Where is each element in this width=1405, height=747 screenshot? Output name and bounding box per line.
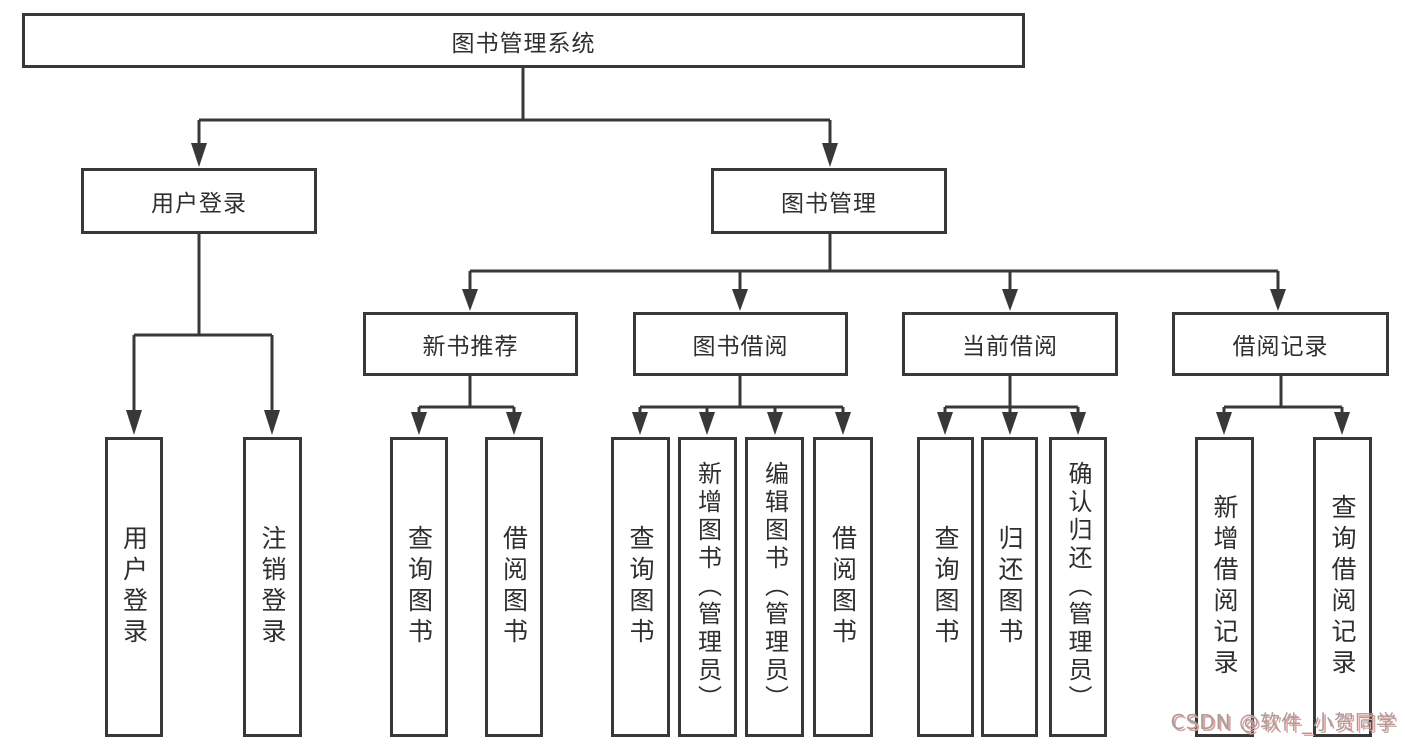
connector-book-borrow-children [632, 376, 851, 435]
connector-root-to-level2 [191, 68, 838, 167]
leaf-label: 注销登录 [258, 525, 287, 649]
node-library-system: 图书管理系统 [22, 13, 1025, 68]
leaf-return-books: 归还图书 [981, 437, 1038, 737]
leaf-label: 查询图书 [404, 525, 434, 649]
leaf-add-book-admin: 新增图书（管理员） [678, 437, 737, 737]
leaf-borrow-books: 借阅图书 [813, 437, 873, 737]
connector-book-management-children [462, 234, 1286, 311]
connector-current-borrow-children [937, 376, 1086, 435]
leaf-label: 归还图书 [995, 525, 1024, 649]
leaf-label: 新增图书（管理员） [693, 461, 722, 713]
node-borrowing-records: 借阅记录 [1172, 312, 1389, 376]
leaf-label: 查询借阅记录 [1328, 494, 1357, 680]
leaf-query-books: 查询图书 [917, 437, 974, 737]
leaf-query-books: 查询图书 [390, 437, 448, 737]
leaf-label: 确认归还（管理员） [1064, 461, 1092, 713]
node-current-borrowing: 当前借阅 [902, 312, 1118, 376]
leaf-edit-book-admin: 编辑图书（管理员） [745, 437, 804, 737]
leaf-label: 借阅图书 [499, 525, 529, 649]
leaf-label: 编辑图书（管理员） [760, 461, 789, 713]
leaf-label: 用户登录 [119, 525, 149, 649]
leaf-user-login: 用户登录 [105, 437, 163, 737]
leaf-label: 借阅图书 [828, 525, 858, 649]
node-new-book-recommend: 新书推荐 [363, 312, 578, 376]
leaf-query-borrow-record: 查询借阅记录 [1313, 437, 1372, 737]
leaf-logout: 注销登录 [243, 437, 302, 737]
leaf-add-borrow-record: 新增借阅记录 [1195, 437, 1254, 737]
node-user-login: 用户登录 [81, 168, 317, 234]
connector-new-book-children [411, 376, 522, 435]
leaf-label: 新增借阅记录 [1210, 494, 1239, 680]
leaf-label: 查询图书 [931, 525, 960, 649]
leaf-borrow-books: 借阅图书 [485, 437, 543, 737]
leaf-label: 查询图书 [626, 525, 655, 649]
node-book-borrowing: 图书借阅 [633, 312, 848, 376]
connector-user-login-children [126, 234, 280, 435]
leaf-confirm-return-admin: 确认归还（管理员） [1049, 437, 1107, 737]
leaf-query-books: 查询图书 [611, 437, 670, 737]
connector-borrow-records-children [1216, 376, 1350, 435]
node-book-management: 图书管理 [711, 168, 947, 234]
